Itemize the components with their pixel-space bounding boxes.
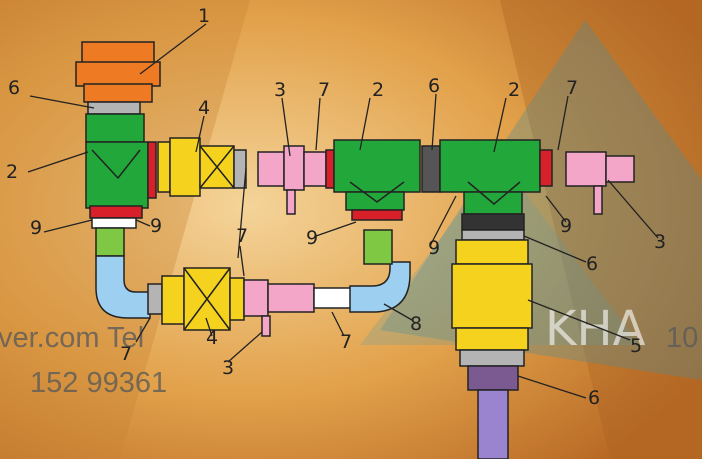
callout-7: 7	[340, 331, 352, 353]
part-coupling-top	[257, 145, 335, 215]
callout-6: 6	[8, 77, 20, 99]
part-adapter-left	[95, 227, 125, 257]
part-nut-right-top	[461, 213, 525, 231]
watermark-line-2: 152 99361	[30, 367, 168, 399]
part-gasket	[89, 205, 143, 219]
part-elbow-left	[95, 255, 151, 319]
callout-6: 6	[586, 253, 598, 275]
part-valve-bottom	[161, 267, 245, 331]
callout-9: 9	[560, 215, 572, 237]
callout-labels: 1 6 2 4 3 7 2 6 2 7 3 6 5 6 7 4 7 3 7 8 …	[6, 5, 666, 409]
part-nut-bottom	[147, 283, 163, 315]
callout-7: 7	[236, 225, 248, 247]
part-coupling-right	[565, 151, 635, 215]
callout-2: 2	[372, 79, 384, 101]
callout-5: 5	[630, 335, 642, 357]
part-tee-right	[439, 139, 553, 215]
part-adapter-right	[363, 229, 393, 265]
callout-9: 9	[428, 237, 440, 259]
callout-9: 9	[150, 215, 162, 237]
part-tee-middle	[333, 139, 421, 221]
callout-6: 6	[588, 387, 600, 409]
callout-1: 1	[198, 5, 210, 27]
callout-9: 9	[30, 217, 42, 239]
part-coupling-bottom	[243, 279, 315, 337]
callout-6: 6	[428, 75, 440, 97]
part-nut-middle	[421, 145, 441, 193]
part-gasket-white	[91, 217, 137, 229]
watermark-fragment: 10	[666, 322, 699, 354]
callout-9: 9	[306, 227, 318, 249]
callout-7: 7	[120, 343, 132, 365]
callout-2: 2	[6, 161, 18, 183]
watermark-logo-letters: KHA	[545, 301, 646, 357]
part-outlet-pipe	[477, 389, 509, 459]
part-filter	[451, 239, 533, 367]
part-valve-top	[157, 137, 247, 197]
callout-4: 4	[198, 97, 210, 119]
callout-8: 8	[410, 313, 422, 335]
watermark-line-1: ver.com Tel	[0, 322, 145, 354]
callout-3: 3	[274, 79, 286, 101]
part-tee-left	[85, 113, 157, 209]
callout-7: 7	[318, 79, 330, 101]
part-reducer	[75, 41, 161, 115]
part-nut-right-bottom	[467, 365, 519, 391]
callout-7: 7	[566, 77, 578, 99]
callout-leaders	[27, 23, 659, 399]
callout-4: 4	[206, 327, 218, 349]
callout-2: 2	[508, 79, 520, 101]
part-elbow-right	[349, 261, 411, 313]
callout-3: 3	[222, 357, 234, 379]
callout-3: 3	[654, 231, 666, 253]
